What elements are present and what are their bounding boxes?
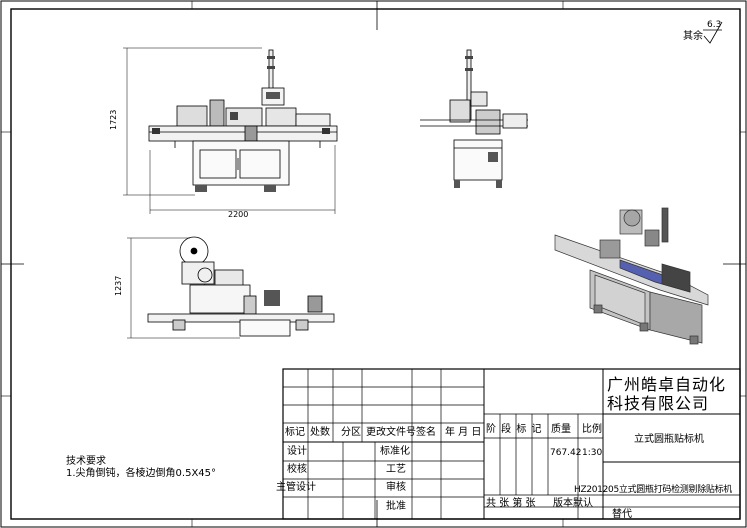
role-standardize: 标准化 [380,446,410,457]
mass-value: 767.42 [550,448,582,458]
drawing-number: HZ201205立式圆瓶打码检测剔除贴标机 [574,485,732,495]
surface-finish-symbol [703,21,723,44]
role-check: 校核 [287,464,307,475]
dim-top-height: 1237 [114,275,123,296]
front-view [148,49,338,192]
header-count: 处数 [310,427,330,438]
header-mark: 标记 [285,427,305,438]
isometric-view [554,207,709,345]
header-date: 年 月 日 [445,427,482,438]
header-zone: 分区 [341,427,361,438]
top-view [147,236,335,337]
scale-label: 比例 [582,424,602,435]
side-view [420,49,528,188]
role-review: 审核 [386,482,406,493]
role-process: 工艺 [386,464,406,475]
tech-requirements-title: 技术要求 [66,456,106,467]
sheets-text: 共 张 第 张 [486,498,536,509]
surface-finish-prefix: 其余 [683,31,703,42]
version-label: 版本 [553,498,573,509]
replace-label: 替代 [612,509,632,520]
header-change-doc: 更改文件号 [366,427,416,438]
tech-requirement-item: 1.尖角倒钝，各棱边倒角0.5X45° [66,468,217,479]
scale-value: 1:30 [582,448,603,458]
dim-front-height: 1723 [109,109,118,130]
company-name-line1: 广州皓卓自动化 [607,375,727,394]
role-design: 设计 [287,446,307,457]
company-name-line2: 科技有限公司 [607,394,710,413]
role-approve: 批准 [386,501,406,512]
mass-label: 质量 [551,424,571,435]
header-sign: 签名 [416,427,436,438]
front-view-dimensions [123,47,336,214]
drawing-name: 立式圆瓶贴标机 [634,434,704,445]
title-block [282,368,741,520]
stage-mark-label: 阶 段 标 记 [486,424,543,435]
dim-front-width: 2200 [228,210,249,219]
role-lead-design: 主管设计 [276,482,316,493]
surface-finish-value: 6.3 [707,20,722,30]
top-view-dimensions [127,237,240,339]
default-label: 默认 [573,498,593,509]
